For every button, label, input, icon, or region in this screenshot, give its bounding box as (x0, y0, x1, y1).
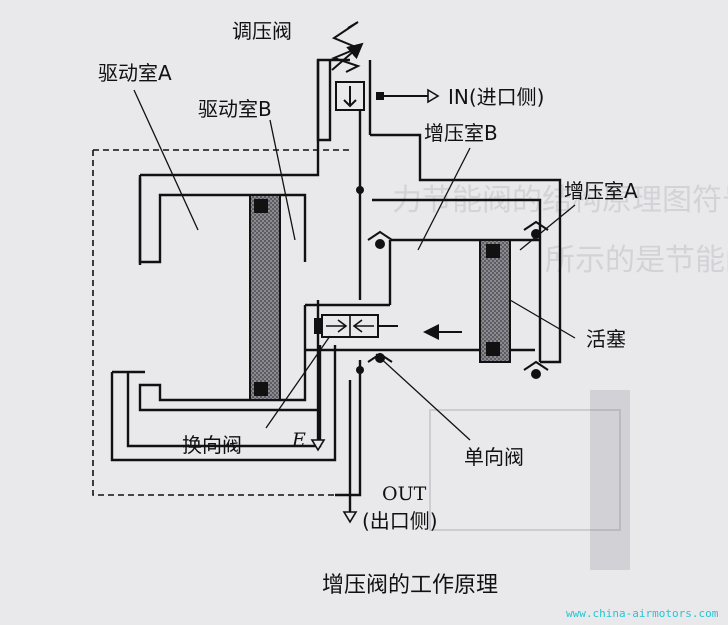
drive-cylinder-wall (138, 178, 307, 264)
inlet-connection (384, 88, 440, 104)
booster-cylinder (305, 238, 540, 352)
check-valve-label: 单向阀 (464, 445, 524, 469)
boost-chamber-a-label: 增压室A (564, 179, 638, 203)
directional-valve (314, 314, 398, 338)
center-tube (335, 100, 362, 497)
outlet-arrow (342, 511, 358, 524)
piston-label: 活塞 (586, 327, 626, 351)
drive-chamber-b-label: 驱动室B (198, 97, 272, 121)
leader-lines (133, 89, 576, 441)
check-valve-symbols (367, 220, 549, 379)
figure-caption: 增压阀的工作原理 (322, 573, 498, 598)
outlet-code-label: OUT (382, 483, 427, 505)
dashed-boundary (92, 149, 350, 496)
inlet-label: IN(进口侧) (448, 85, 544, 109)
watermark: www.china-airmotors.com (566, 607, 719, 620)
exhaust-arrow (310, 439, 326, 452)
booster-housing (370, 133, 562, 364)
regulator-valve-label: 调压阀 (232, 19, 292, 43)
regulator-column (316, 60, 372, 142)
regulator-spring (331, 21, 384, 111)
boost-chamber-b-label: 增压室B (424, 121, 498, 145)
booster-piston (479, 239, 511, 363)
drive-passage (110, 345, 337, 462)
drive-chamber-a-label: 驱动室A (98, 61, 172, 85)
outlet-side-label: (出口侧) (362, 509, 438, 533)
junction-dots (356, 186, 364, 374)
directional-valve-label: 换向阀 (182, 433, 242, 457)
svg-text:所示的是节能阀: 所示的是节能阀 (545, 243, 728, 278)
drive-piston (249, 194, 281, 401)
drive-cylinder-bottom (138, 300, 320, 412)
exhaust-label: E (291, 429, 306, 451)
